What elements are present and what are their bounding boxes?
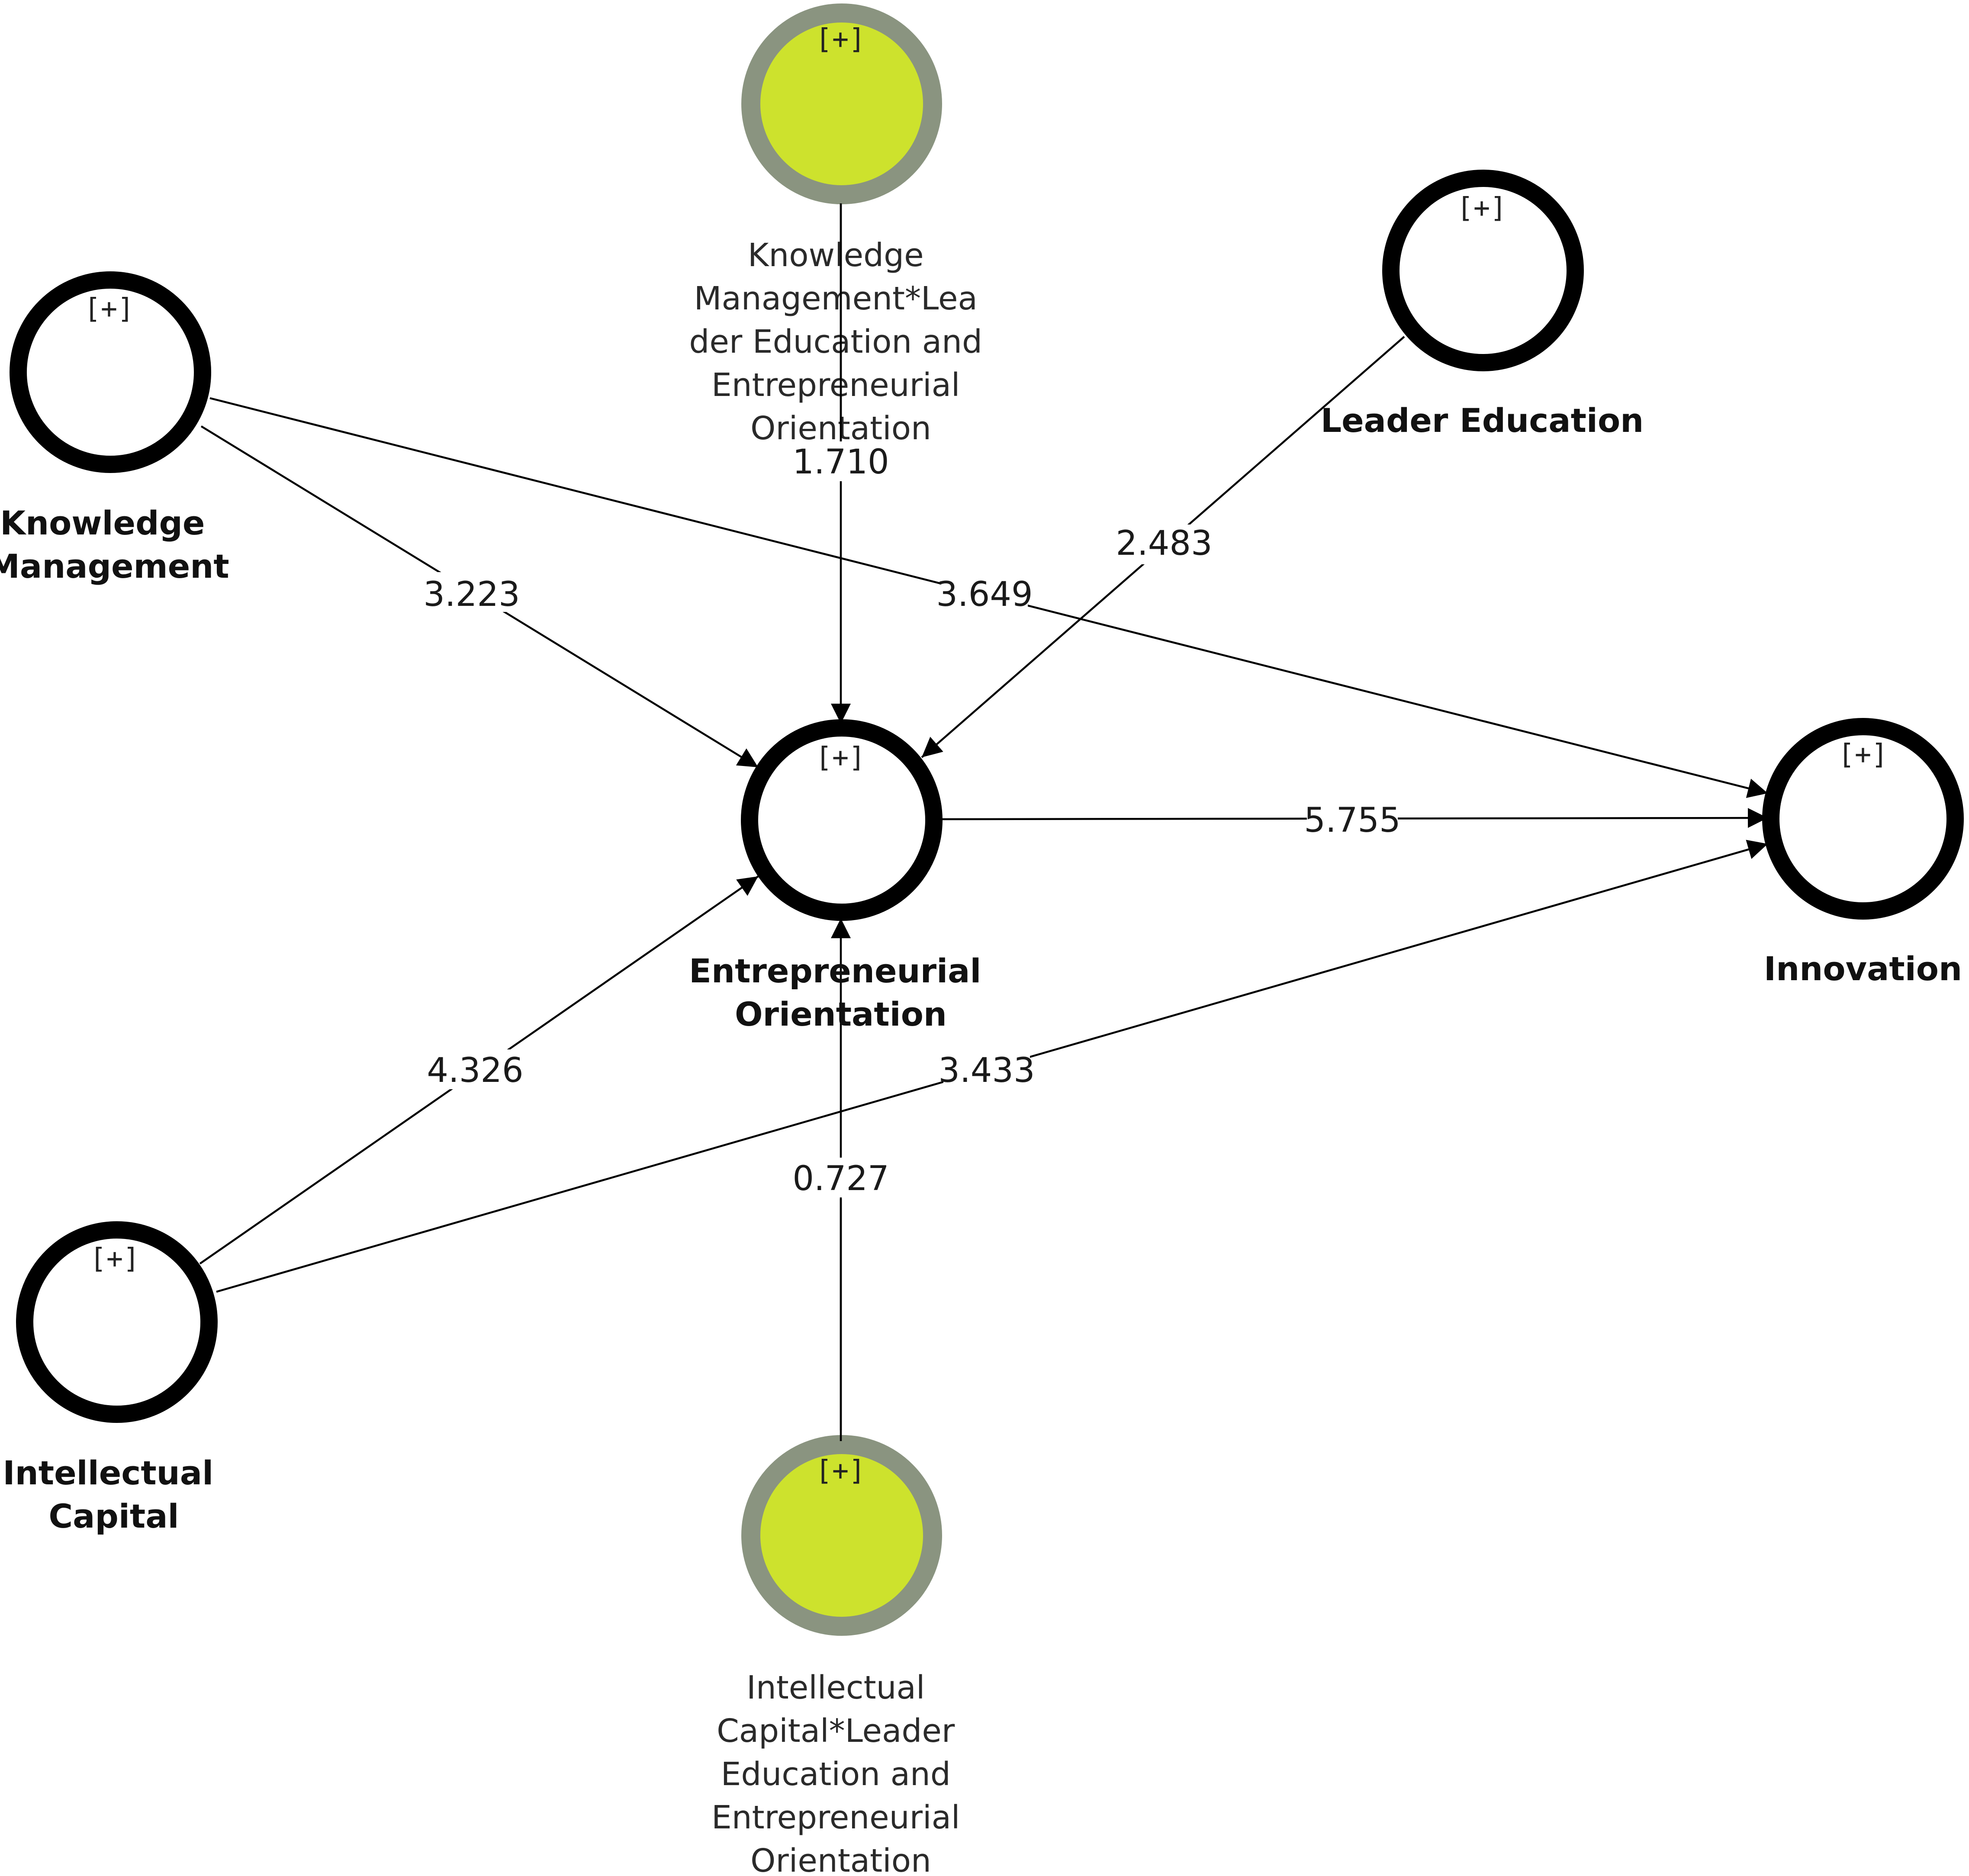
construct-label: Intellectual Capital: [3, 1454, 225, 1535]
construct-label: Innovation: [1764, 949, 1962, 988]
expand-marker[interactable]: [+]: [1838, 739, 1888, 771]
coef-kmmod-eo: 1.710: [792, 443, 889, 482]
moderator-circle[interactable]: [741, 3, 942, 204]
moderator-label: Knowledge Management*Lea der Education a…: [689, 237, 992, 447]
moderator-circle[interactable]: [741, 1435, 942, 1636]
coef-km-eo: 3.223: [423, 575, 520, 614]
construct-label: Knowledge Management: [0, 504, 229, 586]
construct-circle[interactable]: [1382, 170, 1584, 371]
path-coefficients: 3.223 3.649 1.710 2.483 5.755 4.326 3.43…: [423, 441, 1401, 1198]
edges: [199, 203, 1768, 1430]
coef-le-eo: 2.483: [1116, 524, 1212, 563]
construct-label: Leader Education: [1321, 401, 1644, 440]
node-knowledge-management[interactable]: [+] Knowledge Management: [0, 271, 229, 586]
coef-km-inn: 3.649: [936, 575, 1033, 614]
expand-marker[interactable]: [+]: [84, 293, 134, 325]
coef-eo-inn: 5.755: [1304, 801, 1400, 840]
expand-marker[interactable]: [+]: [90, 1243, 140, 1275]
construct-circle[interactable]: [741, 719, 943, 921]
expand-marker[interactable]: [+]: [815, 23, 865, 55]
node-innovation[interactable]: [+] Innovation: [1762, 718, 1964, 988]
coef-icmod-eo: 0.727: [792, 1159, 889, 1198]
expand-marker[interactable]: [+]: [815, 742, 865, 774]
expand-marker[interactable]: [+]: [1457, 192, 1507, 224]
construct-circle[interactable]: [1762, 718, 1964, 920]
coef-ic-inn: 3.433: [938, 1051, 1035, 1090]
node-ic-moderator[interactable]: [+] Intellectual Capital*Leader Educatio…: [711, 1435, 970, 1876]
node-km-moderator[interactable]: [+] Knowledge Management*Lea der Educati…: [689, 3, 992, 447]
expand-marker[interactable]: [+]: [815, 1455, 865, 1487]
construct-circle[interactable]: [10, 271, 211, 473]
node-intellectual-capital[interactable]: [+] Intellectual Capital: [3, 1221, 225, 1535]
construct-label: Entrepreneurial Orientation: [689, 952, 993, 1033]
coef-ic-eo: 4.326: [427, 1051, 523, 1090]
construct-circle[interactable]: [16, 1221, 218, 1423]
moderator-label: Intellectual Capital*Leader Education an…: [711, 1669, 970, 1876]
node-entrepreneurial-orientation[interactable]: [+] Entrepreneurial Orientation: [689, 719, 993, 1033]
node-leader-education[interactable]: [+] Leader Education: [1321, 170, 1644, 440]
